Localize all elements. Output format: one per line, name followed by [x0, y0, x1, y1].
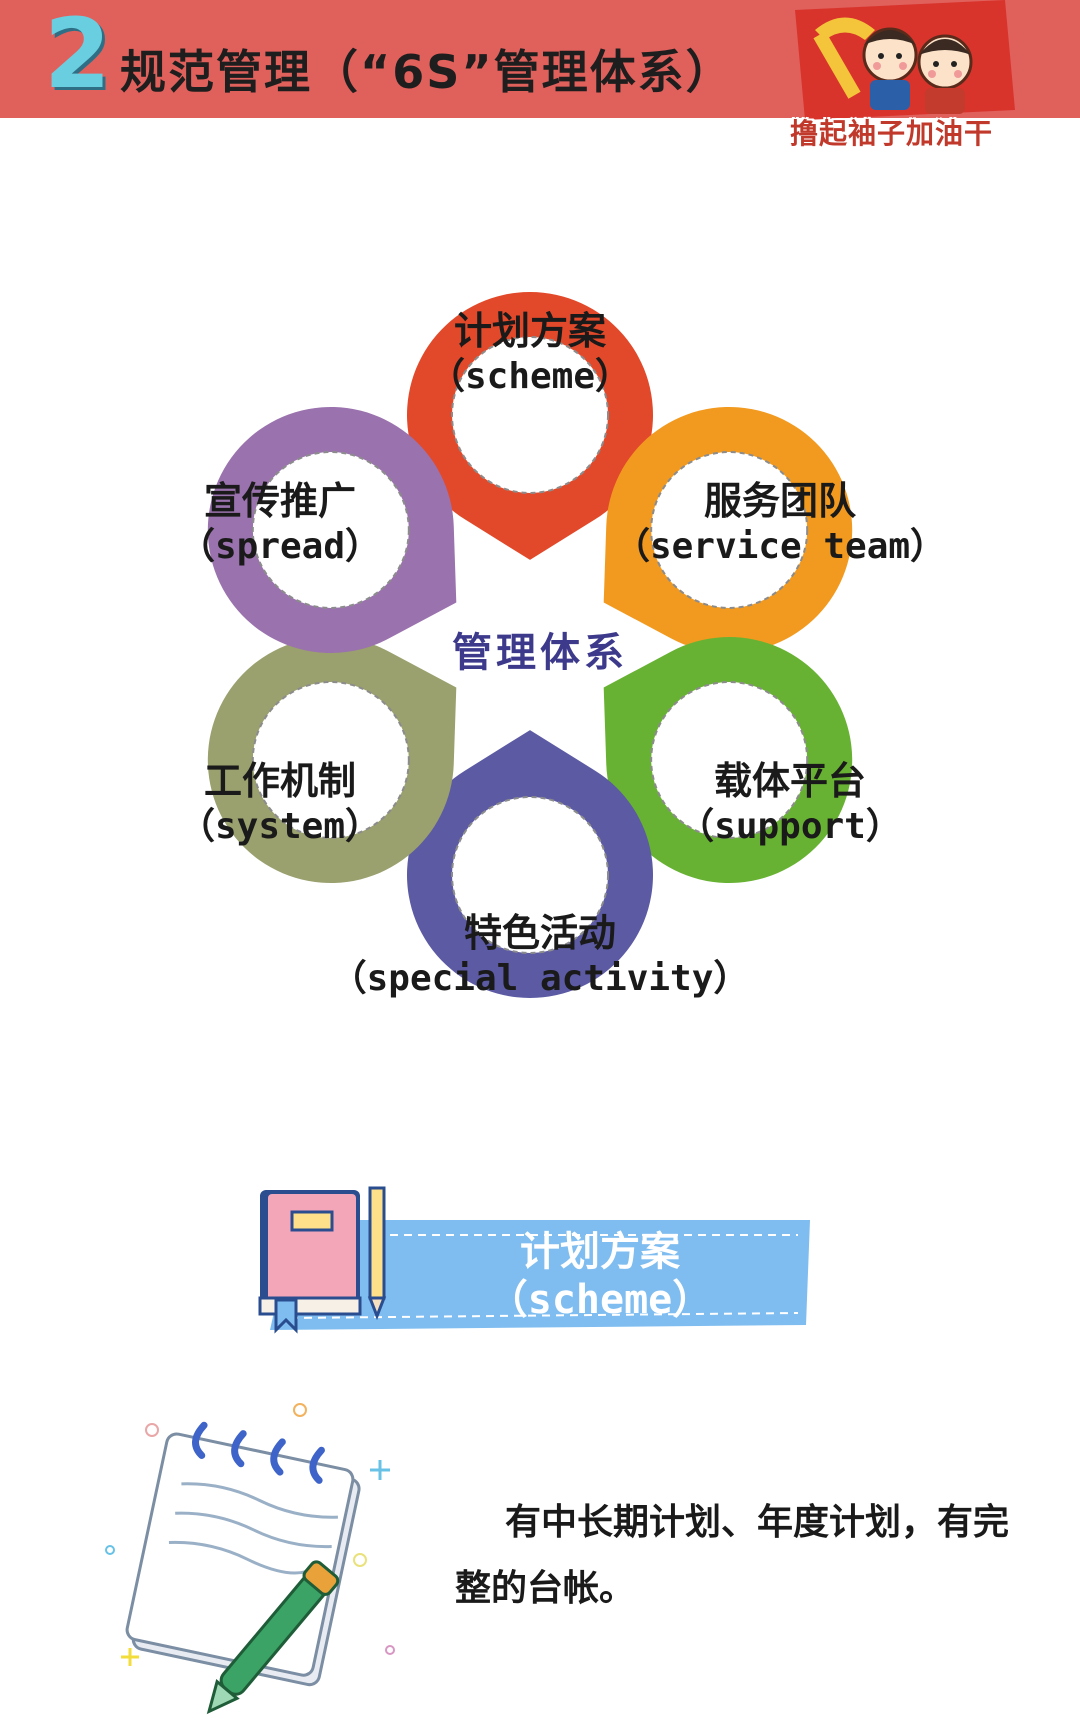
- pen-icon: [206, 1560, 340, 1715]
- petal-inner-circle-spread: [251, 451, 410, 609]
- sparkle-decorations: [105, 1403, 395, 1666]
- petal-inner-circle-service-team: [650, 451, 809, 609]
- petal-label-system: 工作机制 （system）: [178, 759, 382, 847]
- management-system-diagram: [207, 291, 853, 998]
- petal-label-service-team: 服务团队 （service team）: [613, 479, 947, 567]
- petal-label-scheme: 计划方案 （scheme）: [428, 309, 632, 397]
- badge-slogan: 撸起袖子加油干: [790, 117, 994, 150]
- petal-inner-circle-support: [650, 681, 809, 839]
- body-paragraph: 有中长期计划、年度计划，有完整的台帐。: [455, 1502, 1010, 1609]
- book-icon: [258, 1186, 387, 1334]
- section-heading: 计划方案 （scheme）: [487, 1229, 713, 1323]
- notebook-pen-illustration: [105, 1403, 395, 1715]
- petal-inner-circle-system: [251, 681, 410, 839]
- cartoon-badge-illustration: [795, 0, 1015, 120]
- page-title: 规范管理（“6S”管理体系）: [120, 45, 734, 99]
- petal-label-support: 载体平台 （support）: [678, 759, 902, 847]
- petal-inner-circle-scheme: [451, 336, 609, 494]
- section-ribbon: [258, 1186, 810, 1334]
- petal-group: [207, 291, 853, 998]
- petal-inner-circle-special-activity: [451, 796, 609, 954]
- section-number: 2: [44, 0, 111, 110]
- center-label: 管理体系: [452, 630, 628, 676]
- petal-label-special-activity: 特色活动 （special activity）: [330, 911, 750, 999]
- petal-label-spread: 宣传推广 （spread）: [178, 479, 382, 567]
